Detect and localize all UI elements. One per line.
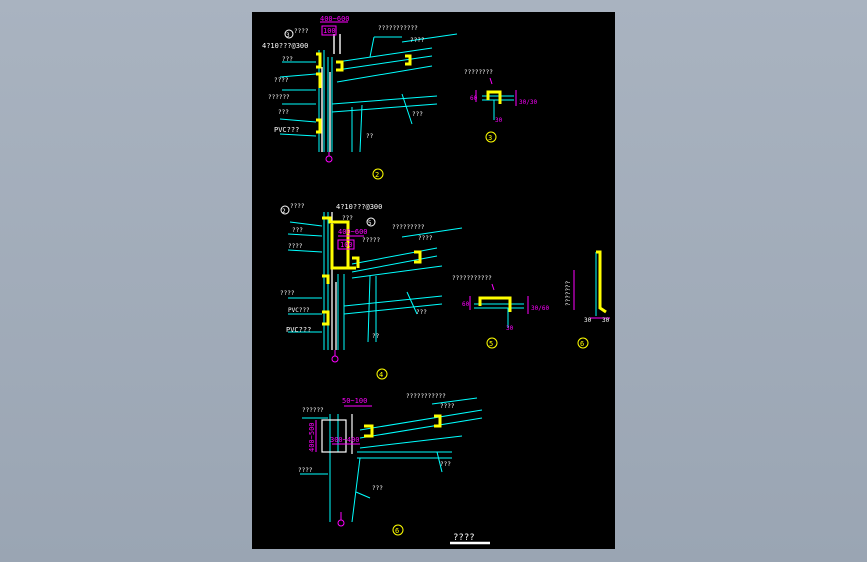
detail-4-marker: 4 [379, 371, 383, 379]
detail-3-marker-circle [485, 131, 497, 143]
detail-2-label-small: ?? [366, 133, 374, 140]
detail-2-label-4: ??? [278, 109, 289, 116]
detail-2-label-beam: ??? [412, 111, 423, 118]
detail-4-label-1: ??? [342, 215, 353, 222]
detail-4-label-spec: 4?10???@300 [336, 203, 382, 211]
detail-2-label-1: ??? [282, 56, 293, 63]
detail-6b-profile [573, 250, 610, 319]
detail-2-callout-circle [284, 29, 294, 39]
detail-6-yellow-profiles [364, 414, 442, 438]
detail-4-label-circle: 2 [282, 208, 286, 215]
detail-2-dim-top: 400~600 [320, 15, 350, 23]
detail-6-label-right: ???? [440, 403, 455, 410]
detail-6-label-beam: ??? [440, 461, 451, 468]
detail-2-label-spec: 4?10???@300 [262, 42, 308, 50]
detail-5-profile [469, 283, 529, 328]
detail-6b-dim-bottom: 30 [584, 317, 592, 324]
detail-6-label-left: ???? [298, 467, 313, 474]
detail-6b-label-vertical: ??????? [565, 280, 572, 306]
detail-2-yellow-profiles [316, 52, 412, 134]
detail-6-dim-top: 50~100 [342, 397, 367, 405]
detail-5-title: ??????????? [452, 275, 492, 282]
detail-2-construction-lines [279, 33, 458, 153]
detail-3-dim-right: 30/30 [519, 99, 537, 106]
detail-4-callout-circle [280, 205, 290, 215]
drawing-sheet[interactable]: 400~600 100 ??????????? 3 ???? 4?10???@3… [252, 12, 615, 549]
detail-4-label-6: PVC??? [288, 307, 310, 314]
detail-2-dim-box: 100 [323, 27, 336, 35]
detail-4-label-small: ?? [372, 333, 380, 340]
detail-4-label-beam: ??? [416, 309, 427, 316]
detail-2-label-pipe: ???? [294, 28, 309, 35]
detail-2-label-circle: 3 [286, 32, 290, 39]
detail-4-label-3: ???? [288, 243, 303, 250]
detail-6-magenta-dims [315, 405, 372, 527]
detail-6-dim-bottom: 300~400 [330, 436, 360, 444]
detail-4-label-box: 100 [340, 241, 353, 249]
detail-4-callout-circle-2 [366, 217, 376, 227]
detail-6b-dim-right: 30 [602, 317, 610, 324]
cad-drawing: 400~600 100 ??????????? 3 ???? 4?10???@3… [262, 15, 610, 545]
detail-4-label-circle2: 5 [368, 220, 372, 227]
detail-6-label-top-left: ?????? [302, 407, 324, 414]
detail-3-dim-bottom: 30 [495, 117, 503, 124]
detail-5-dim-right: 30/60 [531, 305, 549, 312]
detail-4-label-pipe: ???? [290, 203, 305, 210]
detail-6-white-frame [321, 414, 353, 454]
detail-4-construction-lines [287, 212, 463, 350]
detail-6-construction-lines [300, 397, 483, 523]
detail-6b-marker: 6 [580, 340, 584, 348]
detail-3-title: ???????? [464, 69, 493, 76]
footer-title: ???? [453, 533, 475, 543]
detail-4-label-top-right: ????????? [392, 224, 425, 231]
detail-4-marker-circle [376, 368, 388, 380]
detail-4-label-2: ??? [292, 227, 303, 234]
detail-2-magenta-dims [320, 21, 348, 163]
detail-5-marker-circle [486, 337, 498, 349]
detail-2-label-slab: ???? [410, 37, 425, 44]
detail-4-label-slab: ???? [418, 235, 433, 242]
detail-4-dim-top: 400~600 [338, 228, 368, 236]
detail-6-label-small: ??? [372, 485, 383, 492]
detail-5-dim-left: 60 [462, 301, 470, 308]
detail-3-profile [475, 77, 517, 120]
detail-2-wall-white [321, 34, 341, 152]
detail-4-label-pvc: PVC??? [286, 326, 311, 334]
detail-6-marker-circle [392, 524, 404, 536]
detail-6-marker: 6 [395, 527, 399, 535]
detail-3-marker: 3 [488, 134, 492, 142]
detail-4-yellow-profiles [322, 216, 422, 326]
detail-6b-marker-circle [577, 337, 589, 349]
detail-4-label-5: ???? [280, 290, 295, 297]
detail-2-label-3: ?????? [268, 94, 290, 101]
detail-6-dim-side: 400~500 [308, 422, 316, 452]
detail-3-dim-left: 60 [470, 95, 478, 102]
detail-6-label-top-right: ??????????? [406, 393, 446, 400]
detail-5-dim-bottom: 30 [506, 325, 514, 332]
detail-2-label-5: PVC??? [274, 126, 299, 134]
detail-2-label-2: ???? [274, 77, 289, 84]
detail-2-marker-circle [372, 168, 384, 180]
detail-4-label-4: ????? [362, 237, 380, 244]
detail-4-magenta-dims [331, 235, 364, 363]
detail-5-marker: 5 [489, 340, 493, 348]
detail-2-marker: 2 [375, 171, 379, 179]
detail-2-label-top-right: ??????????? [378, 25, 418, 32]
